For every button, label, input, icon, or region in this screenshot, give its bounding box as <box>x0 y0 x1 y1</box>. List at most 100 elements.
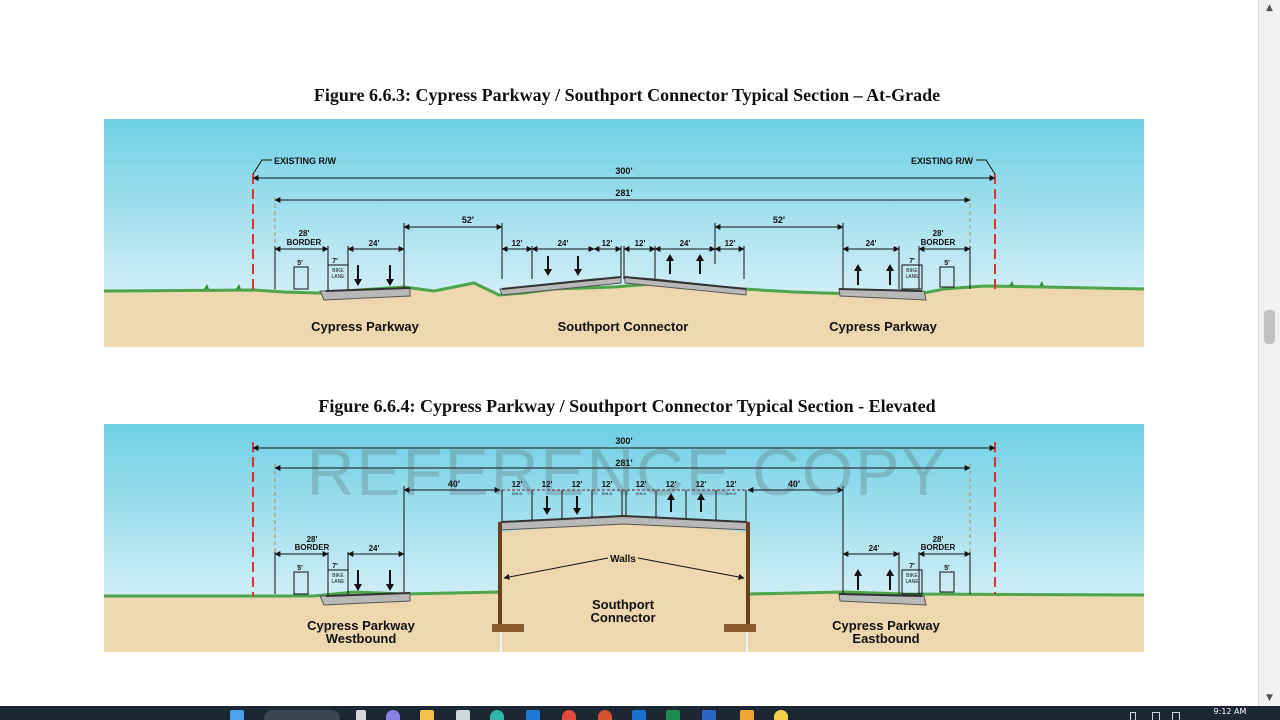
svg-text:BIKE: BIKE <box>332 573 344 579</box>
wall-left <box>498 522 502 626</box>
eastbound-roadway: 24' 28' BORDER 7' BIKE LANE 5' <box>838 535 971 606</box>
svg-text:7': 7' <box>909 563 915 570</box>
svg-text:BIKE: BIKE <box>906 573 918 579</box>
ground-profile <box>104 592 500 652</box>
sticky-notes-icon[interactable] <box>774 710 788 720</box>
walls-label: Walls <box>610 554 636 565</box>
network-icon[interactable] <box>1152 712 1160 720</box>
calculator-icon[interactable] <box>456 710 470 720</box>
dimension-281: 281' <box>615 458 632 468</box>
scroll-up-arrow-icon[interactable]: ▲ <box>1266 3 1273 13</box>
svg-text:5': 5' <box>944 260 950 267</box>
svg-text:BIKE: BIKE <box>906 268 918 274</box>
edge-browser-icon[interactable] <box>490 710 504 720</box>
svg-text:12': 12' <box>726 480 737 489</box>
svg-text:28': 28' <box>933 229 944 238</box>
svg-text:12': 12' <box>602 480 613 489</box>
svg-text:12': 12' <box>602 239 613 248</box>
svg-text:28': 28' <box>299 229 310 238</box>
svg-text:BORDER: BORDER <box>921 543 956 552</box>
label-westbound-line1: Cypress Parkway <box>307 618 415 633</box>
svg-text:7': 7' <box>332 563 338 570</box>
svg-text:LANE: LANE <box>905 579 919 585</box>
scroll-down-arrow-icon[interactable]: ▼ <box>1266 693 1273 703</box>
svg-text:BORDER: BORDER <box>287 238 322 247</box>
figure-6-6-3-at-grade-section: EXISTING R/W EXISTING R/W 300' 281' 52' … <box>104 119 1144 347</box>
chat-icon[interactable] <box>386 710 400 720</box>
svg-text:28': 28' <box>307 535 318 544</box>
svg-text:24': 24' <box>869 544 880 553</box>
tray-chevron-icon[interactable] <box>1130 712 1136 720</box>
label-southport-line2: Connector <box>591 610 656 625</box>
scrollbar-thumb[interactable] <box>1264 310 1275 344</box>
svg-text:SHLD: SHLD <box>636 491 647 496</box>
dimension-gap-left: 52' <box>462 215 474 225</box>
svg-text:12': 12' <box>635 239 646 248</box>
task-view-icon[interactable] <box>356 710 366 720</box>
svg-text:5': 5' <box>944 565 950 572</box>
existing-rw-left-label: EXISTING R/W <box>274 156 337 166</box>
left-roadway: 28' BORDER 24' 5' 7' BIKE LANE <box>274 229 411 301</box>
dimension-gap-right: 52' <box>773 215 785 225</box>
svg-text:5': 5' <box>297 565 303 572</box>
svg-text:7': 7' <box>332 258 338 265</box>
svg-text:LANE: LANE <box>905 274 919 280</box>
label-southport-connector: Southport Connector <box>558 319 689 334</box>
windows-taskbar: 9:12 AM <box>0 706 1280 720</box>
dimension-300: 300' <box>615 166 632 176</box>
svg-text:SHLD: SHLD <box>512 491 523 496</box>
wall-right <box>746 522 750 626</box>
outlook-icon[interactable] <box>632 710 646 720</box>
westbound-roadway: 28' BORDER 24' 5' 7' BIKE LANE <box>274 535 411 606</box>
svg-text:12': 12' <box>542 480 553 489</box>
right-roadway: 24' 28' BORDER 7' BIKE LANE 5' <box>838 229 971 301</box>
svg-text:SHLD: SHLD <box>602 491 613 496</box>
file-explorer-icon[interactable] <box>420 710 434 720</box>
figure-6-6-3-title: Figure 6.6.3: Cypress Parkway / Southpor… <box>313 85 941 105</box>
southport-connector-center: 12' 24' 12' 12' 24' 12' <box>499 239 747 296</box>
taskbar-clock[interactable]: 9:12 AM <box>1213 707 1247 716</box>
dimension-300: 300' <box>615 436 632 446</box>
svg-text:24': 24' <box>369 239 380 248</box>
label-cypress-parkway-left: Cypress Parkway <box>311 319 419 334</box>
figure-6-6-4-title: Figure 6.6.4: Cypress Parkway / Southpor… <box>318 396 936 416</box>
svg-text:24': 24' <box>866 239 877 248</box>
svg-text:12': 12' <box>512 480 523 489</box>
label-eastbound-line1: Cypress Parkway <box>832 618 940 633</box>
svg-text:12': 12' <box>512 239 523 248</box>
dimension-gap-left: 40' <box>448 479 460 489</box>
existing-rw-right-label: EXISTING R/W <box>911 156 974 166</box>
excel-icon[interactable] <box>666 710 680 720</box>
svg-text:24': 24' <box>680 239 691 248</box>
svg-text:24': 24' <box>369 544 380 553</box>
paint-icon[interactable] <box>740 710 754 720</box>
chrome-browser-icon[interactable] <box>562 710 576 720</box>
windows-start-icon[interactable] <box>230 710 244 720</box>
powerpoint-icon[interactable] <box>598 710 612 720</box>
figure-6-6-4-elevated-section: 300' 281' 40' 40' 12' 12' 12' 1 <box>104 424 1144 652</box>
svg-text:7': 7' <box>909 258 915 265</box>
label-westbound-line2: Westbound <box>326 631 397 646</box>
svg-text:12': 12' <box>572 480 583 489</box>
svg-text:LANE: LANE <box>331 274 345 280</box>
label-eastbound-line2: Eastbound <box>852 631 919 646</box>
ground-profile <box>104 283 1144 347</box>
word-icon[interactable] <box>702 710 716 720</box>
svg-text:BORDER: BORDER <box>921 238 956 247</box>
svg-text:12': 12' <box>725 239 736 248</box>
svg-text:12': 12' <box>666 480 677 489</box>
dimension-gap-right: 40' <box>788 479 800 489</box>
svg-text:BORDER: BORDER <box>295 543 330 552</box>
volume-icon[interactable] <box>1172 712 1180 720</box>
svg-text:BIKE: BIKE <box>332 268 344 274</box>
svg-text:28': 28' <box>933 535 944 544</box>
mail-icon[interactable] <box>526 710 540 720</box>
document-page: Figure 6.6.3: Cypress Parkway / Southpor… <box>104 85 1144 652</box>
vertical-scrollbar[interactable]: ▲ ▼ <box>1258 0 1280 706</box>
label-cypress-parkway-right: Cypress Parkway <box>829 319 937 334</box>
taskbar-search[interactable] <box>264 710 340 720</box>
svg-text:12': 12' <box>696 480 707 489</box>
elevated-deck-dimensions: 12' 12' 12' 12' 12' 12' 12' 12' SHLD SHL… <box>501 480 747 530</box>
svg-text:24': 24' <box>558 239 569 248</box>
svg-text:12': 12' <box>636 480 647 489</box>
